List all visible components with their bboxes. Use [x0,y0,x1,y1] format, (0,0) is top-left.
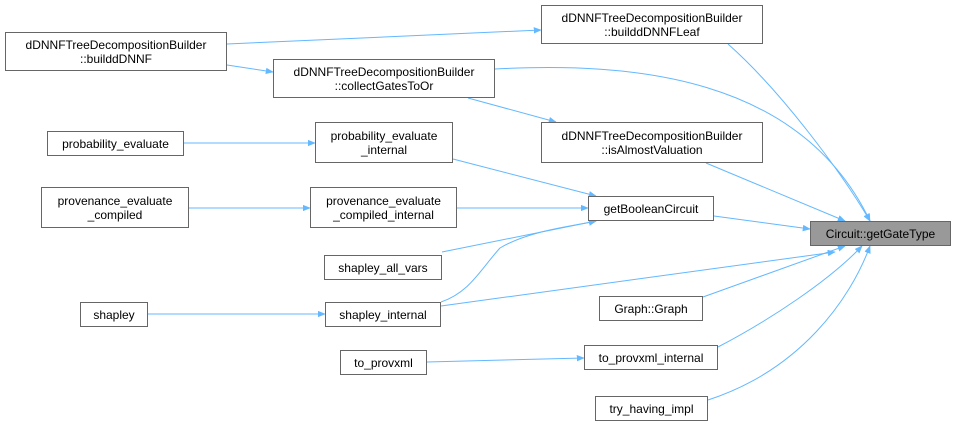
edge-collectGatesToOr-to-isAlmostValuation [467,97,557,124]
node-label-line: to_provxml_internal [598,350,704,365]
node-to-provxml-internal[interactable]: to_provxml_internal [584,345,718,370]
node-shapley-all-vars[interactable]: shapley_all_vars [324,255,442,280]
node-shapley-internal[interactable]: shapley_internal [325,302,441,327]
node-label-line: shapley_all_vars [338,260,428,275]
edge-graph_graph-to-root [702,245,846,298]
edge-shapley_internal-to-getBooleanCircuit [440,219,597,303]
node-provenance-evaluate-compiled[interactable]: provenance_evaluate_compiled [41,187,189,228]
node-label-line: ::collectGatesToOr [334,78,434,93]
node-label-line: provenance_evaluate [326,193,441,208]
edge-try_having_impl-to-root [707,245,871,401]
node-label-line: ::builddDNNF [79,51,153,66]
edge-buildDNNF-to-collectGatesToOr [226,64,274,75]
node-label-line: try_having_impl [609,401,694,416]
node-builddDNNFLeaf[interactable]: dDNNFTreeDecompositionBuilder::builddDNN… [541,5,763,44]
node-label-line: to_provxml [354,355,413,370]
edge-to_provxml-to-to_provxml_internal [426,354,585,363]
node-label-line: provenance_evaluate [57,193,173,208]
node-label-line: dDNNFTreeDecompositionBuilder [561,10,743,25]
node-isAlmostValuation[interactable]: dDNNFTreeDecompositionBuilder::isAlmostV… [541,122,763,163]
node-probability-evaluate[interactable]: probability_evaluate [47,131,184,156]
node-probability-evaluate-internal[interactable]: probability_evaluate_internal [315,122,453,163]
node-label-line: shapley_internal [339,307,427,322]
node-label-line: shapley [93,307,135,322]
node-label-line: ::builddDNNFLeaf [604,24,700,39]
edge-isAlmostValuation-to-root [705,162,846,222]
node-collectGatesToOr[interactable]: dDNNFTreeDecompositionBuilder::collectGa… [273,59,495,98]
node-getBooleanCircuit[interactable]: getBooleanCircuit [588,196,714,221]
edge-getBooleanCircuit-to-root [713,215,811,232]
node-label-line: _compiled_internal [333,207,434,222]
edge-probability_evaluate_internal-to-getBooleanCircuit [452,158,597,198]
node-builddDNNF[interactable]: dDNNFTreeDecompositionBuilder::builddDNN… [5,32,227,71]
node-shapley[interactable]: shapley [80,302,148,327]
edge-collectGatesToOr-to-root [494,67,871,222]
edge-shapley_internal-to-root [440,249,836,307]
node-graph-graph[interactable]: Graph::Graph [599,296,703,321]
node-label-line: probability_evaluate [62,136,169,151]
edge-to_provxml_internal-to-root [717,245,863,348]
node-try-having-impl[interactable]: try_having_impl [595,396,708,421]
node-label-line: dDNNFTreeDecompositionBuilder [561,128,743,143]
edge-buildDNNF-to-buildDNNFLeaf [226,27,542,45]
node-label-line: getBooleanCircuit [603,201,699,216]
node-label-line: ::isAlmostValuation [601,142,703,157]
node-label-line: _compiled [87,207,143,222]
node-label-line: dDNNFTreeDecompositionBuilder [25,37,207,52]
node-provenance-evaluate-compiled-internal[interactable]: provenance_evaluate_compiled_internal [310,187,457,228]
node-to-provxml[interactable]: to_provxml [340,350,427,375]
node-label-line: dDNNFTreeDecompositionBuilder [293,64,475,79]
node-label-line: _internal [360,142,408,157]
edge-buildDNNFLeaf-to-root [727,43,871,222]
node-circuit-getGateType: Circuit::getGateType [810,221,951,246]
node-label-line: Graph::Graph [614,301,688,316]
node-label-line: Circuit::getGateType [825,226,936,241]
node-label-line: probability_evaluate [330,128,438,143]
